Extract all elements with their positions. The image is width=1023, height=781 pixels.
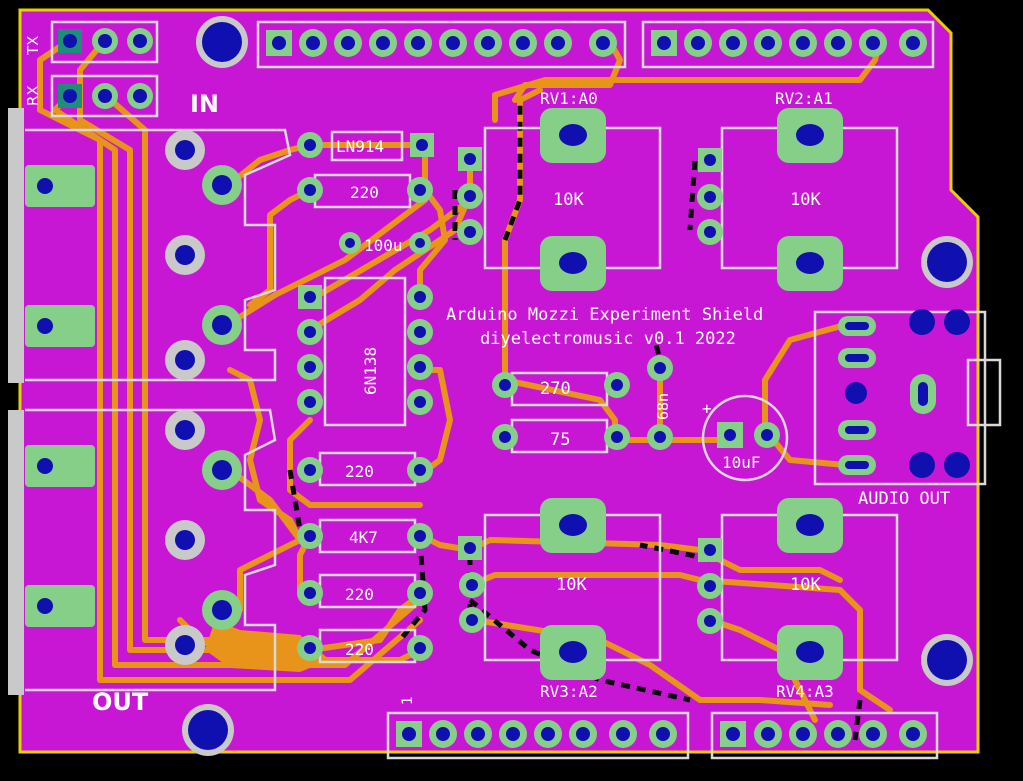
arduino-header-bottom-left [396,720,677,748]
rv2-ref: RV2:A1 [775,89,833,108]
arduino-header-bottom-right [720,720,927,748]
arduino-header-top-right [651,29,927,57]
arduino-header-top-left [266,29,617,57]
rv3-ref: RV3:A2 [540,682,598,701]
board-title-line1: Arduino Mozzi Experiment Shield [446,305,763,325]
r-75-label: 75 [550,430,570,450]
optocoupler-label: 6N138 [361,347,380,395]
board-title-line2: diyelectromusic v0.1 2022 [480,329,736,349]
r-mid1-label: 220 [345,462,374,481]
out-label: OUT [92,688,149,716]
in-label: IN [190,90,219,118]
c-10uf-label: 10uF [722,453,761,472]
r-mid3-label: 220 [345,640,374,659]
mounting-holes [182,16,973,756]
jack-edge-out [8,410,24,695]
jack-edge-in [8,108,24,383]
r-4k7-label: 4K7 [349,528,378,547]
copper-pour [205,620,330,672]
out-jack-pads [25,410,242,665]
r-270-label: 270 [540,379,571,399]
rv1-ref: RV1:A0 [540,89,598,108]
rv1-value: 10K [553,190,584,210]
in-jack-pads [25,130,242,380]
silkscreen-text: TX RX IN OUT 1 AUDIO OUT Arduino Mozzi E… [24,36,950,716]
audio-jack-pads [838,309,970,478]
r-top-label: 220 [350,183,379,202]
pot-pads [540,108,843,680]
d1-label: LN914 [336,137,384,156]
audio-out-label: AUDIO OUT [858,489,950,509]
rv4-ref: RV4:A3 [776,682,834,701]
tx-header-pads [58,28,153,109]
tx-label: TX [24,36,42,56]
pads [25,16,973,756]
c-100u-label: 100u [364,236,403,255]
pin-one-label: 1 [400,696,416,705]
rv4-value: 10K [790,575,821,595]
r-mid2-label: 220 [345,585,374,604]
c-plus-label: + [702,399,712,418]
rv3-value: 10K [556,575,587,595]
c-68n-label: 68n [654,393,672,420]
rx-label: RX [24,85,42,106]
rv2-value: 10K [790,190,821,210]
small-part-pads [297,132,780,661]
